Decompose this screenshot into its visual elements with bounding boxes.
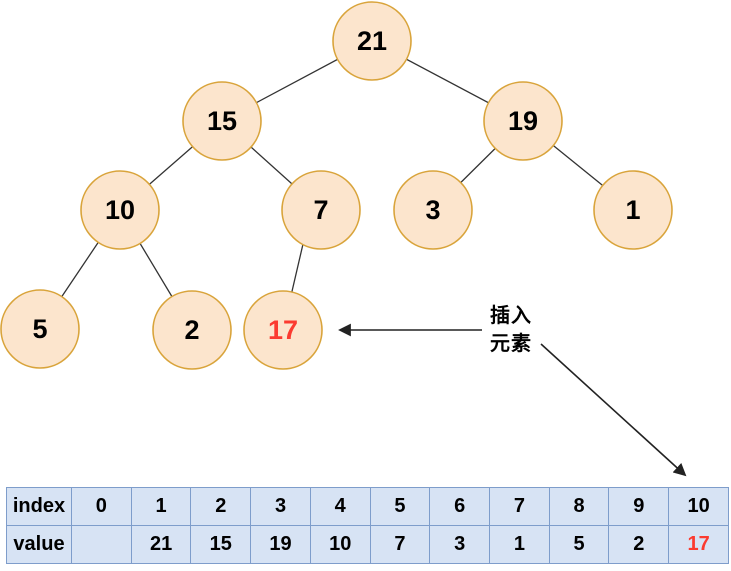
value-cell: 15	[190, 525, 252, 564]
tree-node-7: 7	[281, 170, 361, 250]
index-cell: 6	[429, 487, 491, 526]
node-value: 19	[508, 106, 538, 136]
value-cell: 7	[369, 525, 431, 564]
node-value: 10	[105, 195, 135, 225]
heap-array-table: index 0 1 2 3 4 5 6 7 8 9 10 value 21 15…	[6, 487, 729, 564]
tree-node-3: 3	[393, 170, 473, 250]
node-value: 7	[313, 195, 328, 225]
node-circle	[80, 170, 160, 250]
value-cell: 3	[429, 525, 491, 564]
index-cell: 3	[250, 487, 311, 526]
node-value: 5	[32, 314, 47, 344]
node-value: 17	[268, 315, 298, 345]
index-row-label: index	[6, 487, 72, 526]
tree-node-17-inserted: 17	[243, 290, 323, 370]
node-circle	[483, 81, 563, 161]
node-value: 2	[184, 315, 199, 345]
value-cell: 2	[608, 525, 670, 564]
node-circle	[182, 81, 262, 161]
node-value: 3	[425, 195, 440, 225]
insert-annotation-line2: 元素	[490, 331, 532, 355]
insert-annotation-line1: 插入	[490, 303, 532, 327]
node-circle	[593, 170, 673, 250]
node-circle	[332, 1, 412, 81]
value-cell: 10	[309, 525, 371, 564]
node-circle	[0, 289, 80, 369]
value-cell	[71, 525, 132, 564]
value-cell: 5	[548, 525, 610, 564]
value-row: value 21 15 19 10 7 3 1 5 2 17	[6, 525, 729, 564]
node-circle	[152, 290, 232, 370]
value-cell-inserted: 17	[668, 525, 729, 564]
node-value: 1	[625, 195, 640, 225]
node-circle	[281, 170, 361, 250]
index-cell: 7	[489, 487, 550, 526]
value-cell: 19	[250, 525, 311, 564]
tree-node-21: 21	[332, 1, 412, 81]
index-cell: 9	[608, 487, 670, 526]
index-cell: 2	[190, 487, 252, 526]
tree-node-5: 5	[0, 289, 80, 369]
node-circle	[243, 290, 323, 370]
index-cell: 8	[548, 487, 610, 526]
value-row-label: value	[6, 525, 72, 564]
value-cell: 21	[130, 525, 192, 564]
insert-arrow-to-table	[540, 343, 687, 477]
tree-node-10: 10	[80, 170, 160, 250]
tree-canvas: 21 15 19 10 7 3 1 5	[0, 1, 687, 477]
index-cell: 1	[130, 487, 192, 526]
index-row: index 0 1 2 3 4 5 6 7 8 9 10	[6, 487, 729, 526]
tree-node-1: 1	[593, 170, 673, 250]
tree-node-15: 15	[182, 81, 262, 161]
value-cell: 1	[489, 525, 550, 564]
index-cell: 0	[71, 487, 132, 526]
index-cell: 5	[369, 487, 431, 526]
node-value: 15	[207, 106, 237, 136]
node-value: 21	[357, 26, 387, 56]
tree-node-2: 2	[152, 290, 232, 370]
node-circle	[393, 170, 473, 250]
index-cell: 4	[309, 487, 371, 526]
tree-node-19: 19	[483, 81, 563, 161]
index-cell: 10	[668, 487, 729, 526]
